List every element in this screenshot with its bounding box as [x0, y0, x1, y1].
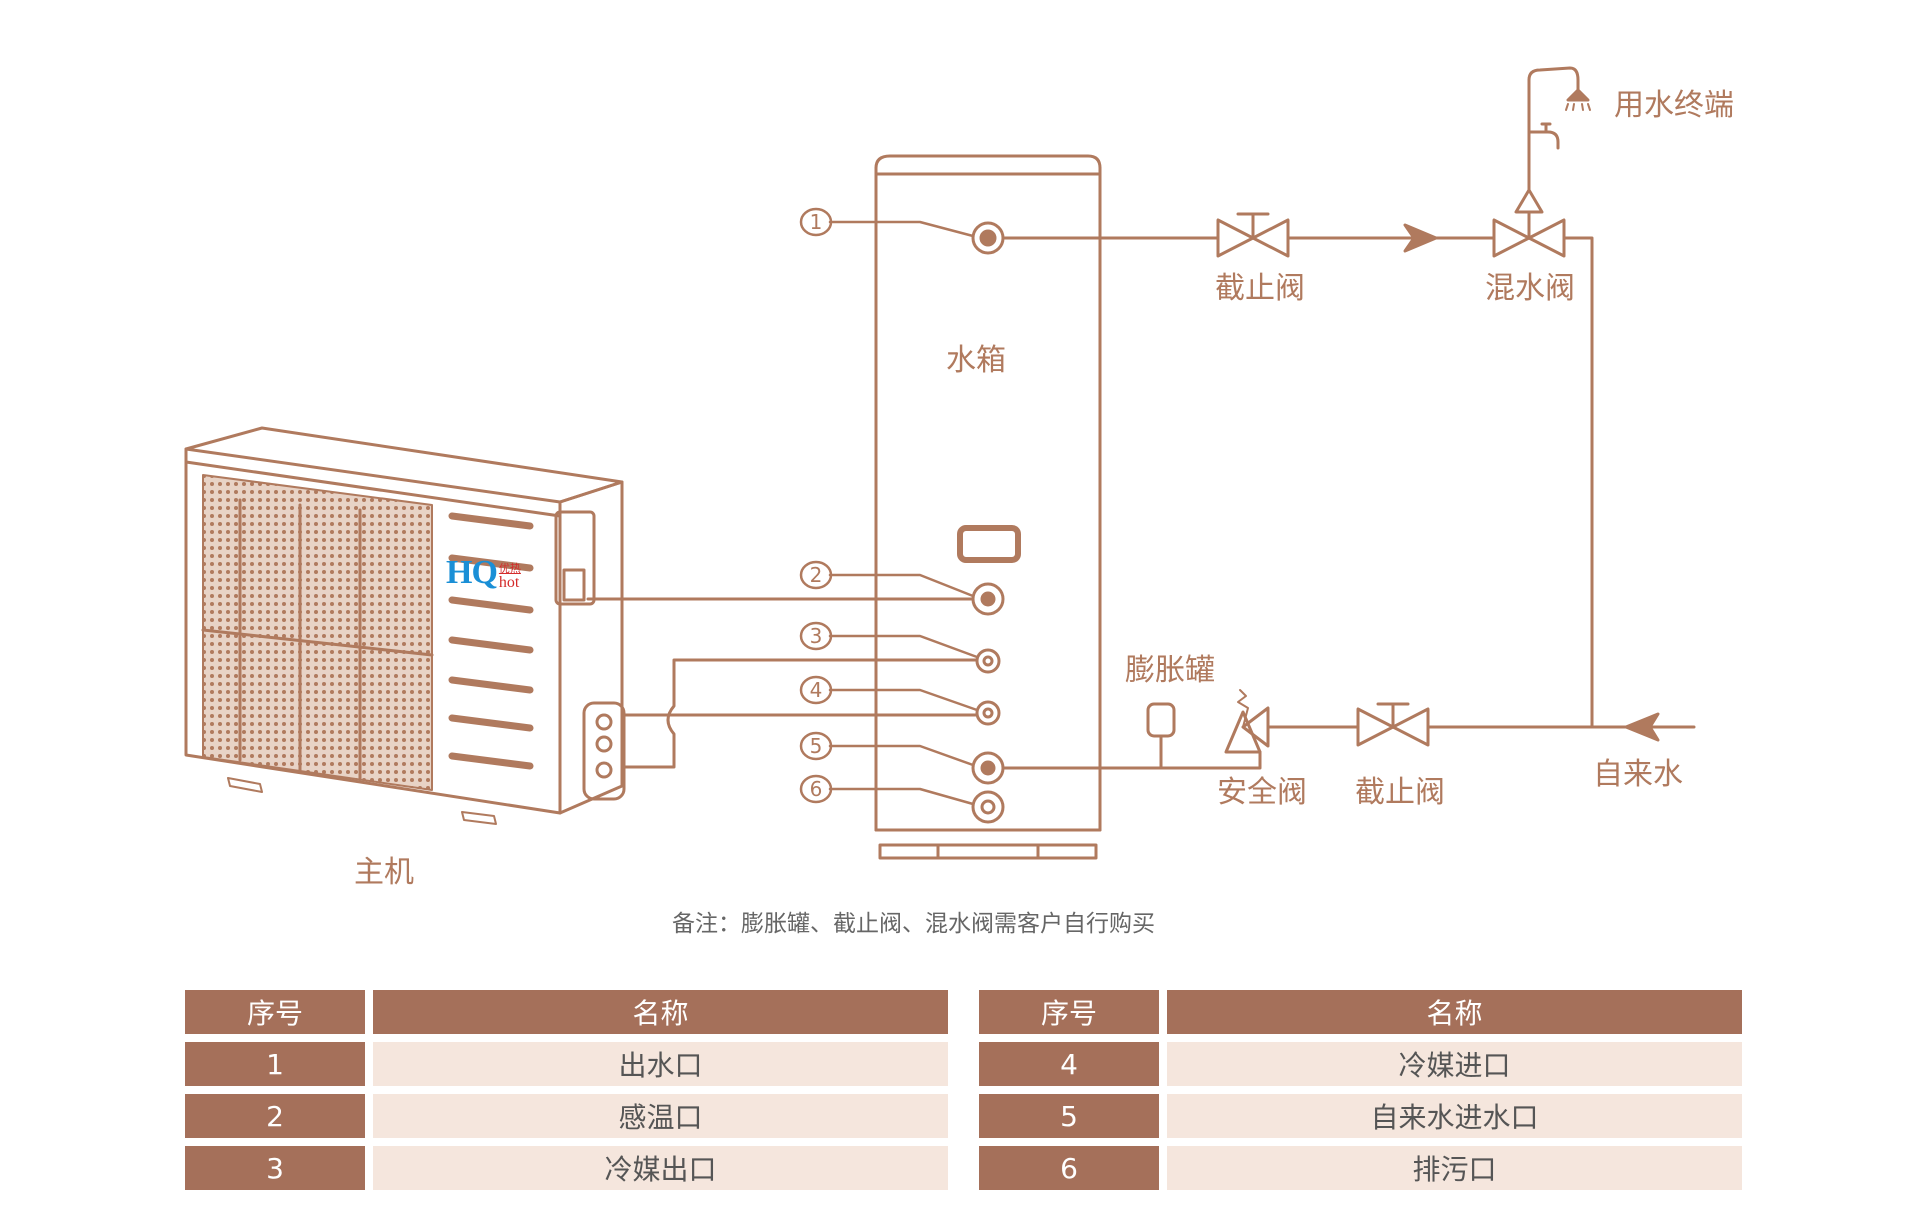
row-name: 排污口: [1167, 1146, 1742, 1190]
stop-valve-outlet-symbol: [1216, 212, 1290, 258]
label-stop-valve-inlet: 截止阀: [1355, 775, 1445, 810]
water-terminal-symbol: [1527, 66, 1591, 150]
pipe-cold-inlet: [1001, 689, 1696, 770]
label-water-tank: 水箱: [946, 343, 1006, 378]
row-number: 6: [979, 1146, 1159, 1190]
legend-table-left: 序号 名称 1 出水口 2 感温口 3 冷媒出口: [177, 982, 956, 1198]
label-safety-valve: 安全阀: [1217, 775, 1307, 810]
label-water-terminal: 用水终端: [1614, 88, 1734, 123]
safety-valve-symbol: [1224, 689, 1270, 754]
pipes-host-tank: [586, 597, 979, 769]
row-name: 冷媒进口: [1167, 1042, 1742, 1086]
callout-3: 3: [810, 624, 823, 648]
logo-hot: hot: [498, 573, 520, 591]
port-4: [975, 700, 1001, 726]
row-name: 自来水进水口: [1167, 1094, 1742, 1138]
logo-hq: HQ: [446, 554, 498, 591]
callout-4: 4: [810, 678, 823, 702]
header-number: 序号: [979, 990, 1159, 1034]
row-number: 4: [979, 1042, 1159, 1086]
label-host-unit: 主机: [354, 855, 414, 890]
label-expansion-tank: 膨胀罐: [1125, 653, 1215, 688]
purchase-note: 备注：膨胀罐、截止阀、混水阀需客户自行购买: [672, 911, 1155, 937]
row-number: 1: [185, 1042, 365, 1086]
row-number: 5: [979, 1094, 1159, 1138]
callout-numbers: 1 2 3 4 5 6: [810, 210, 823, 801]
row-number: 2: [185, 1094, 365, 1138]
label-mixing-valve: 混水阀: [1485, 271, 1575, 306]
water-tank: [874, 154, 1102, 860]
label-stop-valve-outlet: 截止阀: [1215, 271, 1305, 306]
label-tap-water: 自来水: [1593, 757, 1683, 792]
table-row: 5 自来水进水口: [979, 1094, 1742, 1138]
port-5: [971, 751, 1005, 785]
row-number: 3: [185, 1146, 365, 1190]
table-row: 1 出水口: [185, 1042, 948, 1086]
port-1: [971, 221, 1005, 255]
callout-2: 2: [810, 563, 823, 587]
row-name: 出水口: [373, 1042, 948, 1086]
logo-chinese: 优热: [498, 562, 521, 576]
flow-arrow-right: [1403, 223, 1438, 253]
table-row: 2 感温口: [185, 1094, 948, 1138]
flow-arrow-left: [1624, 712, 1660, 742]
header-name: 名称: [373, 990, 948, 1034]
host-unit: [184, 426, 626, 825]
port-2: [971, 582, 1005, 616]
stop-valve-inlet-symbol: [1356, 702, 1430, 747]
mixing-valve-symbol: [1492, 78, 1566, 258]
table-row: 4 冷媒进口: [979, 1042, 1742, 1086]
port-3: [975, 648, 1001, 674]
callout-circles: [799, 207, 833, 804]
callout-5: 5: [810, 734, 823, 758]
row-name: 感温口: [373, 1094, 948, 1138]
brand-logo: HQ 优热 hot: [446, 554, 521, 591]
header-name: 名称: [1167, 990, 1742, 1034]
table-row: 3 冷媒出口: [185, 1146, 948, 1190]
row-name: 冷媒出口: [373, 1146, 948, 1190]
legend-table-right: 序号 名称 4 冷媒进口 5 自来水进水口 6 排污口: [971, 982, 1750, 1198]
callout-6: 6: [810, 777, 823, 801]
port-6: [971, 790, 1005, 824]
callout-leaders: [828, 220, 979, 806]
callout-1: 1: [810, 210, 823, 234]
pipe-hot-outlet: [1001, 66, 1594, 729]
table-row: 6 排污口: [979, 1146, 1742, 1190]
expansion-tank-symbol: [1146, 702, 1176, 770]
header-number: 序号: [185, 990, 365, 1034]
